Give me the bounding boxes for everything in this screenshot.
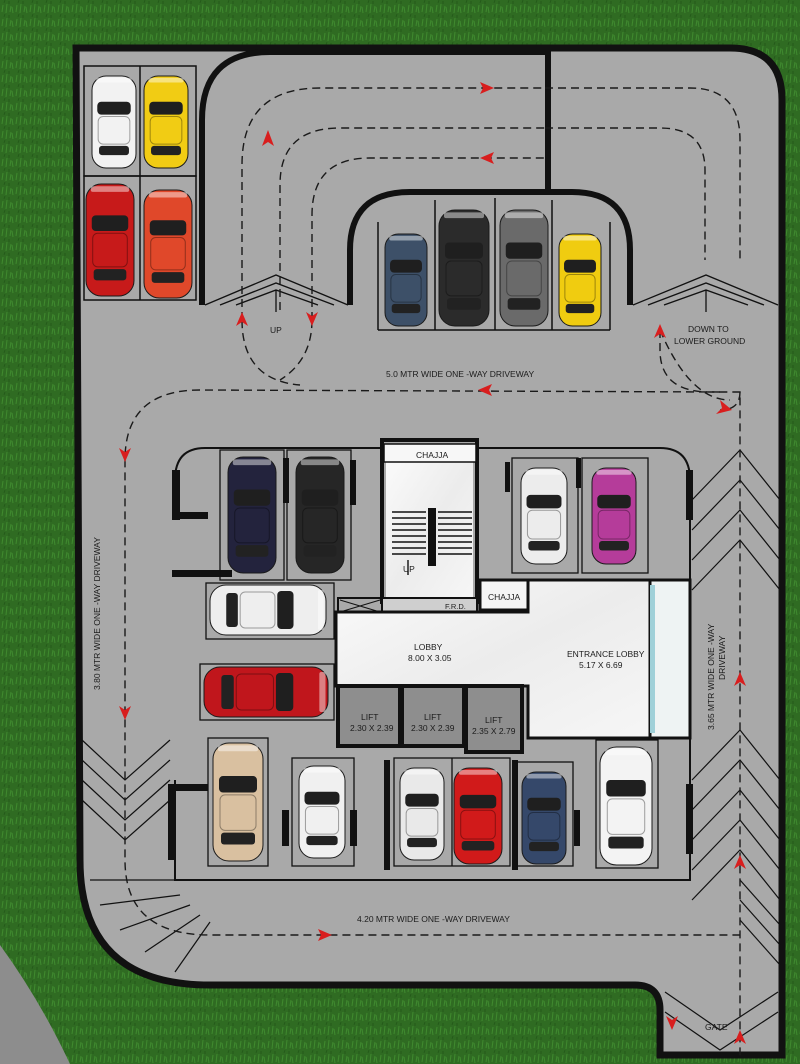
- arrow: [734, 1030, 746, 1044]
- lobby-name: LOBBY: [414, 642, 443, 652]
- outside-road: [0, 945, 70, 1064]
- car-blue-suv: [521, 771, 567, 865]
- car-purple-coupe: [591, 467, 637, 565]
- chajja-top-label: CHAJJA: [416, 450, 448, 460]
- car-white-sports: [209, 584, 327, 636]
- ramp-down-chevron: [632, 274, 779, 312]
- arrow: [716, 400, 732, 414]
- ramp-wall-right: [347, 189, 633, 305]
- car-yellow-coupe: [143, 75, 189, 169]
- arrow: [734, 672, 746, 686]
- car-yellow-hatch: [558, 233, 602, 327]
- car-red-suv: [85, 183, 135, 297]
- arrow: [262, 130, 274, 146]
- lift1-size: 2.30 X 2.39: [350, 723, 394, 733]
- car-white-sedan-2: [298, 765, 346, 859]
- arrow: [654, 324, 666, 338]
- car-orange-roadster: [143, 189, 193, 299]
- direction-arrows: [119, 82, 746, 1044]
- lobby-size: 8.00 X 3.05: [408, 653, 452, 663]
- entrance-glass: [648, 578, 692, 740]
- arrow: [734, 855, 746, 869]
- ramp-wall-left: [199, 49, 551, 305]
- car-red-crossover: [203, 666, 329, 718]
- stair-up-label: UP: [403, 564, 415, 574]
- car-navy-sedan: [227, 456, 277, 574]
- lift2-name: LIFT: [424, 712, 441, 722]
- arrow: [478, 384, 492, 396]
- car-black-crossover: [295, 456, 345, 574]
- staircase: [380, 438, 479, 604]
- up-ramp-label: UP: [270, 325, 282, 335]
- arrow: [480, 82, 494, 94]
- core-bays: [199, 449, 659, 869]
- entrance-lobby-size: 5.17 X 6.69: [579, 660, 623, 670]
- car-blue-hatch: [384, 233, 428, 327]
- arrow: [236, 312, 248, 326]
- gate-chevrons: [664, 879, 781, 1051]
- cars-layer: [85, 75, 653, 866]
- lift-shafts: [336, 684, 524, 754]
- car-white-crossover: [520, 467, 568, 565]
- lift3-name: LIFT: [485, 715, 502, 725]
- arrow: [119, 448, 131, 462]
- lift3-size: 2.35 X 2.79: [472, 726, 516, 736]
- car-white-sedan: [91, 75, 137, 169]
- car-white-coupe: [599, 746, 653, 866]
- lift2-size: 2.30 X 2.39: [411, 723, 455, 733]
- top-left-bays: [83, 65, 197, 301]
- arrow: [318, 929, 332, 941]
- car-black-suv: [438, 209, 490, 327]
- car-red-sedan: [453, 767, 503, 865]
- left-driveway-label: 3.80 MTR WIDE ONE -WAY DRIVEWAY: [92, 537, 102, 690]
- gate-label: GATE: [705, 1022, 728, 1032]
- bottom-driveway-label: 4.20 MTR WIDE ONE -WAY DRIVEWAY: [357, 914, 510, 924]
- right-driveway-label-2: DRIVEWAY: [717, 635, 727, 680]
- arrow: [666, 1016, 678, 1030]
- chajja-mid-label: CHAJJA: [488, 592, 520, 602]
- glass-strip: [650, 585, 655, 733]
- car-white-hatch: [399, 767, 445, 861]
- car-grey-suv: [499, 209, 549, 327]
- arrow: [306, 312, 318, 326]
- frd-label: F.R.D.: [445, 602, 466, 611]
- ramp-up-chevron: [204, 274, 349, 312]
- arrow: [480, 152, 494, 164]
- wall-stubs: [168, 458, 693, 870]
- car-beige-suv: [212, 742, 264, 862]
- lift1-name: LIFT: [361, 712, 378, 722]
- down-ramp-label-2: LOWER GROUND: [674, 336, 745, 346]
- entrance-lobby-name: ENTRANCE LOBBY: [567, 649, 645, 659]
- down-ramp-label-1: DOWN TO: [688, 324, 729, 334]
- top-driveway-label: 5.0 MTR WIDE ONE -WAY DRIVEWAY: [386, 369, 534, 379]
- arrow: [119, 706, 131, 720]
- right-driveway-label-1: 3.65 MTR WIDE ONE -WAY: [706, 623, 716, 730]
- top-middle-bays: [377, 198, 611, 331]
- drive-path: [124, 87, 741, 1060]
